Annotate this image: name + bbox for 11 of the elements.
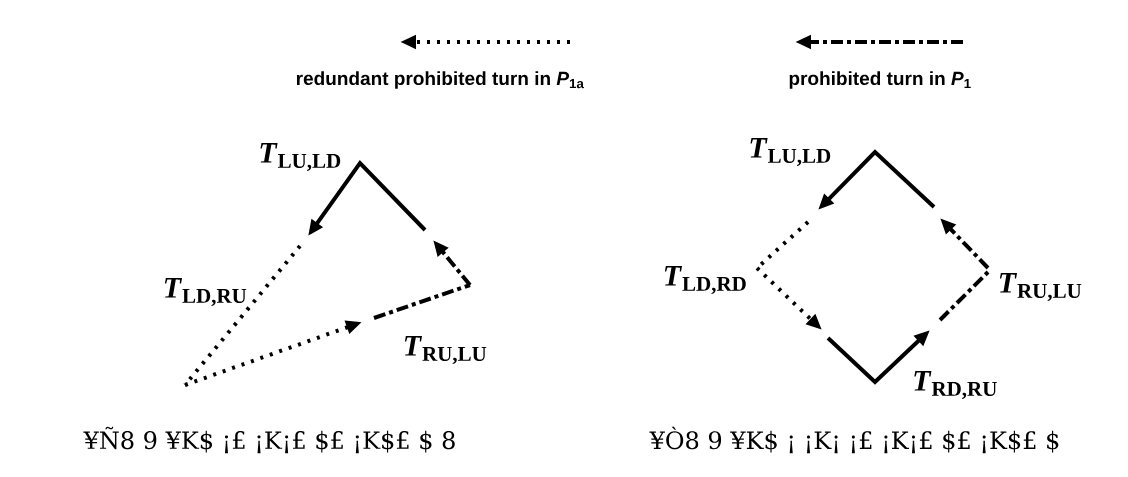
turn-label: T$_{LD,RU}$: [164, 277, 247, 307]
turn-label: T$_{LU,LD}$: [750, 137, 831, 167]
caption-text: ¥Ò8 9 ¥K$ ¡ ¡K¡ ¡£ ¡K¡£ $£ ¡K$£ $: [649, 426, 1059, 454]
turn-label: T$_{RU,LU}$: [404, 335, 487, 365]
caption-text: ¥Ñ8 9 ¥K$ ¡£ ¡K¡£ $£ ¡K$£ $ 8: [83, 426, 455, 454]
turn-label: T$_{RD,RU}$: [914, 370, 997, 400]
turn-label: T$_{RU,LU}$: [999, 272, 1082, 302]
legend-label: prohibited turn in P$_{1}$: [789, 71, 971, 89]
turn-label: T$_{LU,LD}$: [260, 142, 341, 172]
turn-label: T$_{LD,RD}$: [664, 265, 746, 295]
legend-label: redundant prohibited turn in P$_{1a}$: [296, 71, 584, 89]
